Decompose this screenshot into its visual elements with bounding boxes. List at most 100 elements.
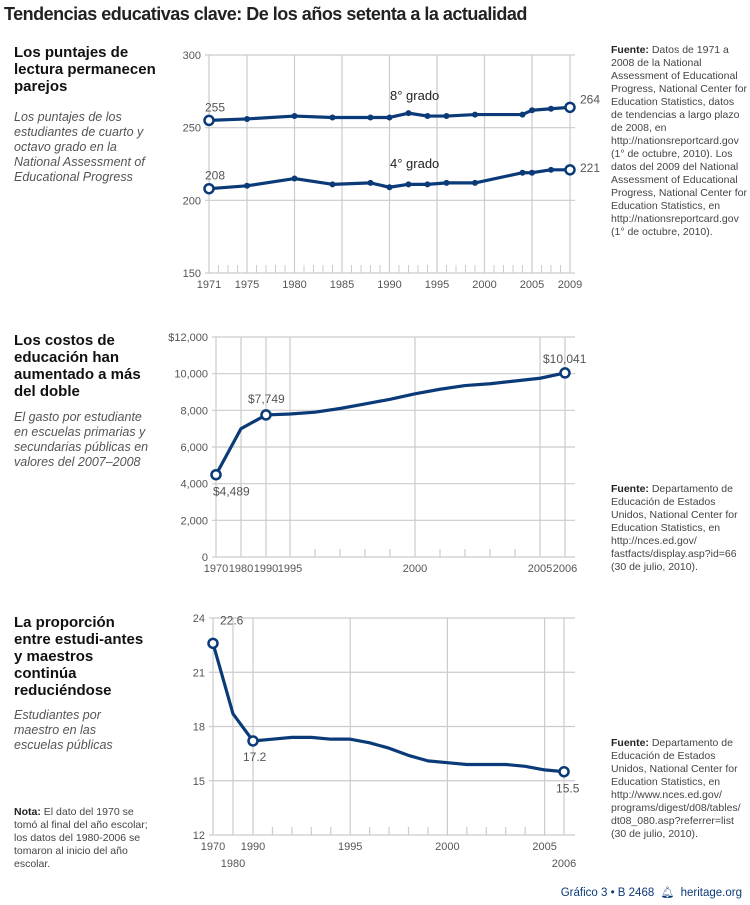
data-label: 255: [205, 100, 225, 114]
data-point: [405, 110, 412, 117]
y-tick-label: 2,000: [180, 515, 208, 527]
y-tick-label: 10,000: [174, 369, 208, 381]
source-text: Departamento de Educación de Estados Uni…: [611, 483, 738, 573]
data-point: [529, 107, 535, 114]
data-label: 17.2: [243, 750, 267, 764]
x-tick-label: 1980: [282, 279, 306, 291]
highlight-point: [260, 409, 272, 421]
chart3-source: Fuente: Departamento de Educación de Est…: [611, 737, 747, 841]
data-label: 221: [580, 161, 600, 175]
y-tick-label: 24: [193, 613, 205, 625]
x-tick-label: 1995: [278, 563, 302, 575]
data-point: [424, 113, 431, 120]
x-tick-label: 1995: [338, 841, 362, 853]
data-point: [329, 181, 336, 188]
x-tick-label: 1970: [204, 563, 228, 575]
x-tick-label: 2000: [403, 563, 427, 575]
highlight-point: [210, 468, 222, 481]
data-point: [386, 114, 393, 121]
chart2-heading: Los costos de educación han aumentado a …: [14, 332, 141, 400]
data-point: [443, 179, 450, 186]
footer: Gráfico 3 • B 2468 🔔︎ heritage.org: [561, 886, 742, 899]
x-tick-label: 1990: [254, 563, 278, 575]
series-label: 4° grado: [390, 156, 439, 171]
page-title: Tendencias educativas clave: De los años…: [4, 4, 527, 24]
note-text: El dato del 1970 se tomó al final del añ…: [14, 806, 148, 870]
x-tick-label: 2006: [552, 858, 576, 870]
y-tick-label: 8,000: [180, 405, 208, 417]
x-tick-label: 2000: [472, 279, 496, 291]
data-point: [367, 114, 374, 121]
chart2-source: Fuente: Departamento de Educación de Est…: [611, 483, 747, 574]
x-tick-label: 1985: [330, 279, 354, 291]
highlight-point: [203, 182, 215, 195]
x-tick-label: 1971: [197, 279, 221, 291]
y-tick-label: 15: [193, 776, 205, 788]
y-tick-label: 200: [183, 195, 201, 207]
data-label: 22.6: [220, 613, 244, 627]
data-point: [472, 111, 478, 118]
footer-text: Gráfico 3 • B 2468: [560, 887, 655, 899]
data-point: [244, 182, 250, 189]
source-text: Datos de 1971 a 2008 de la National Asse…: [611, 44, 747, 238]
chart1-description: Los puntajes de los estudiantes de cuart…: [14, 110, 145, 184]
data-point: [529, 169, 535, 176]
data-point: [329, 114, 336, 121]
x-tick-label: 2009: [558, 279, 582, 291]
y-tick-label: 21: [193, 667, 205, 679]
x-tick-label: 1990: [241, 841, 265, 853]
data-label: 15.5: [556, 782, 580, 796]
data-label: $10,041: [543, 352, 587, 366]
data-point: [519, 169, 526, 176]
y-tick-label: 300: [183, 50, 201, 62]
note: Nota: El dato del 1970 se tomó al final …: [14, 806, 154, 871]
x-tick-label: 2005: [528, 563, 552, 575]
data-point: [405, 181, 412, 188]
highlight-point: [558, 765, 570, 778]
data-point: [472, 179, 478, 186]
y-tick-label: $12,000: [168, 332, 208, 344]
y-tick-label: 18: [193, 722, 205, 734]
data-point: [548, 105, 554, 112]
data-point: [519, 111, 526, 118]
chart3-heading: La proporción entre estudi-antes y maest…: [14, 614, 144, 699]
y-tick-label: 6,000: [180, 442, 208, 454]
x-tick-label: 1980: [229, 563, 253, 575]
chart1-source: Fuente: Datos de 1971 a 2008 de la Natio…: [611, 44, 747, 239]
source-label: Fuente:: [611, 44, 649, 56]
highlight-point: [559, 367, 571, 379]
data-point: [291, 175, 298, 182]
x-tick-label: 1975: [235, 279, 259, 291]
data-point: [548, 166, 554, 173]
highlight-point: [247, 735, 259, 747]
data-point: [367, 179, 374, 186]
source-text: Departamento de Educación de Estados Uni…: [611, 737, 741, 840]
y-tick-label: 250: [183, 123, 201, 135]
data-label: $4,489: [213, 485, 250, 499]
chart3-description: Estudiantes por maestro en las escuelas …: [14, 708, 113, 752]
data-point: [424, 181, 431, 188]
data-label: 264: [580, 92, 600, 106]
y-tick-label: 0: [202, 552, 208, 564]
note-label: Nota:: [14, 806, 41, 818]
highlight-point: [207, 637, 219, 650]
liberty-bell-icon: 🔔︎: [660, 887, 675, 899]
x-tick-label: 1980: [221, 858, 245, 870]
highlight-point: [564, 164, 576, 176]
series-line-1: [214, 371, 566, 476]
x-tick-label: 1990: [377, 279, 401, 291]
data-point: [244, 115, 250, 122]
y-tick-label: 4,000: [180, 479, 208, 491]
x-tick-label: 1995: [425, 279, 449, 291]
footer-site: heritage.org: [680, 887, 742, 899]
source-label: Fuente:: [611, 483, 649, 495]
x-tick-label: 2005: [532, 841, 556, 853]
series-label: 8° grado: [390, 88, 439, 103]
chart1-heading: Los puntajes de lectura permanecen parej…: [14, 44, 156, 95]
data-label: 208: [205, 169, 225, 183]
y-tick-label: 150: [183, 268, 201, 280]
x-tick-label: 2000: [435, 841, 459, 853]
highlight-point: [564, 101, 576, 114]
